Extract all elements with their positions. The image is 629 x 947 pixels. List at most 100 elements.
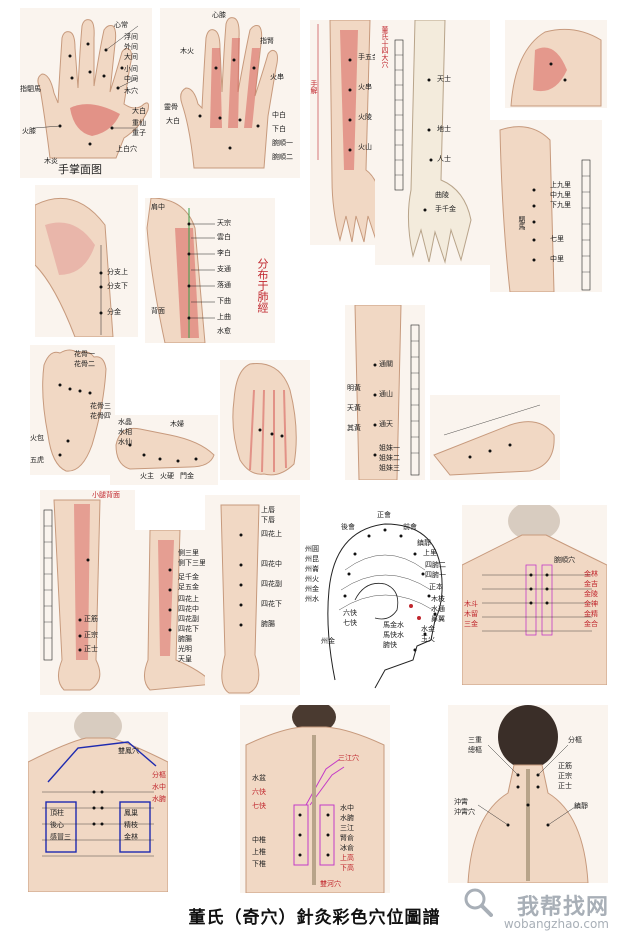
back-lower-label-4: 三江	[340, 825, 354, 832]
neck-back-label-6: 鎮靜	[574, 803, 588, 810]
palm-label-6: 外间	[124, 44, 138, 51]
palm-label-5: 大间	[124, 54, 138, 61]
upper-arm-main-label-0: 天宗	[217, 220, 231, 227]
arm-scale-label-0: 董氏十四大穴	[381, 26, 388, 68]
leg-front2-label-2: 四花副	[261, 581, 282, 588]
back-mid-label-6: 頂柱	[50, 810, 64, 817]
back-lower-label-2: 水中	[340, 805, 354, 812]
hand-back-label-2: 指腎	[260, 38, 274, 45]
back-upper-title: 腕順穴	[554, 557, 575, 564]
thigh-front-label-6: 姐妹一	[379, 445, 400, 452]
foot-top-label-0: 花骨一	[74, 351, 95, 358]
arm-scale-figure	[375, 20, 490, 265]
thigh-side-label-5: 駟馬	[518, 216, 525, 230]
head-lateral-label-19: 木枝	[431, 596, 445, 603]
foot-side-label-2: 水仙	[118, 439, 132, 446]
foot-top-label-1: 花骨二	[74, 361, 95, 368]
head-lateral-panel: 正會 前會 後會 州圓 州昆 州崙 州火 州金 州水 鎮靜 上里 四腑二 四腑一…	[305, 510, 455, 690]
thigh-side-label-3: 七里	[550, 236, 564, 243]
palm-label-11: 上白穴	[116, 146, 137, 153]
upper-arm-main-panel: 分布于肺經 天宗 雲白 李白 支通 落通 下曲 上曲 水愈 肩中 背面	[145, 198, 275, 343]
leg-front-panel: 小腿背面 正筋 正宗 正士	[40, 490, 135, 695]
neck-back-label-8: 沖霄穴	[454, 809, 475, 816]
back-upper-label-8: 三金	[464, 621, 478, 628]
back-lower-label-1: 七快	[252, 803, 266, 810]
hand-back-label-5: 大白	[166, 118, 180, 125]
back-lower-label-3: 水腑	[340, 815, 354, 822]
head-lateral-label-9: 鎮靜	[417, 540, 431, 547]
palm-label-0: 指駟馬	[20, 86, 41, 93]
upper-arm-left-label-0: 分支上	[107, 269, 128, 276]
foot-side-label-3: 火主	[140, 473, 154, 480]
leg-side-label-10: 天皇	[178, 656, 192, 663]
back-mid-panel: 雙鳳穴 分樞 水中 水腑 鳳巢 精枝 金林 頂柱 後心 感冒三	[28, 712, 168, 892]
head-lateral-label-0: 正會	[377, 512, 391, 519]
head-lateral-label-24: 州金	[321, 638, 335, 645]
upper-arm-left-figure	[35, 185, 138, 337]
head-lateral-label-13: 正本	[429, 584, 443, 591]
palm-label-3: 中间	[124, 76, 138, 83]
leg-side-label-3: 足五金	[178, 584, 199, 591]
arm-scale-label-4: 曲陵	[435, 192, 449, 199]
palm-label-10: 重仙	[132, 120, 146, 127]
hand-back-panel: 心膝 木火 指腎 火串 靈骨 大白 中白 下白 腕順一 腕順二	[160, 8, 300, 178]
neck-back-label-5: 分樞	[568, 737, 582, 744]
upper-arm-main-label-3: 支通	[217, 266, 231, 273]
upper-arm-left-label-1: 分支下	[107, 283, 128, 290]
thigh-side-panel: 下九里 中九里 上九里 七里 中里 駟馬	[490, 120, 602, 292]
watermark: 我帮找网 wobangzhao.com	[463, 885, 613, 935]
back-mid-label-4: 精枝	[124, 822, 138, 829]
foot-side-label-5: 門金	[180, 473, 194, 480]
thigh-front-panel: 通關 通山 通天 明黃 天黃 其黃 姐妹一 姐妹二 姐妹三	[345, 305, 425, 480]
leg-side-label-5: 四花中	[178, 606, 199, 613]
watermark-url: wobangzhao.com	[504, 917, 609, 931]
back-mid-figure	[28, 712, 168, 892]
head-lateral-label-23: 鼻翼	[431, 616, 445, 623]
head-lateral-label-3: 州圓	[305, 546, 319, 553]
back-mid-label-7: 後心	[50, 822, 64, 829]
back-mid-title: 雙鳳穴	[118, 748, 139, 755]
forearm-label-3: 火陵	[358, 114, 372, 121]
foot-side-label-0: 水晶	[118, 419, 132, 426]
back-mid-label-3: 鳳巢	[124, 810, 138, 817]
head-lateral-label-15: 馬快水	[383, 632, 404, 639]
head-lateral-label-14: 馬金水	[383, 622, 404, 629]
palm-label-9: 重子	[132, 130, 146, 137]
thigh-front-label-2: 通天	[379, 421, 393, 428]
upper-arm-left-label-2: 分金	[107, 309, 121, 316]
foot-top-panel: 花骨一 花骨二 花骨三 花骨四 火包 五虎	[30, 345, 115, 475]
back-mid-label-8: 感冒三	[50, 834, 71, 841]
forearm-label-2: 火串	[358, 84, 372, 91]
neck-back-label-7: 沖霄	[454, 799, 468, 806]
thigh-side-label-2: 上九里	[550, 182, 571, 189]
neck-back-panel: 正筋 正宗 正士 三重 總樞 分樞 鎮靜 沖霄 沖霄穴	[448, 705, 608, 883]
leg-front2-panel: 四花上 四花中 四花副 四花下 腑腸 上唇 下唇	[205, 495, 300, 695]
palm-label-2: 小间	[124, 66, 138, 73]
foot-top-label-3: 花骨四	[90, 413, 111, 420]
head-lateral-label-11: 四腑二	[425, 562, 446, 569]
neck-back-label-4: 總樞	[468, 747, 482, 754]
head-lateral-label-16: 腑快	[383, 642, 397, 649]
upper-arm-main-label-1: 雲白	[217, 234, 231, 241]
back-lower-title: 三江穴	[338, 755, 359, 762]
back-lower-label-5: 腎俞	[340, 835, 354, 842]
leg-side-label-9: 光明	[178, 646, 192, 653]
palm-label-8: 火膝	[22, 128, 36, 135]
arm-scale-label-5: 手千金	[435, 206, 456, 213]
back-lower-label-8: 下高	[340, 865, 354, 872]
thigh-side-label-1: 中九里	[550, 192, 571, 199]
hand-back-label-0: 心膝	[212, 12, 226, 19]
back-upper-label-0: 金林	[584, 571, 598, 578]
shoulder-top-figure	[505, 20, 607, 108]
palm-label-12: 大白	[132, 108, 146, 115]
thigh-side-label-0: 下九里	[550, 202, 571, 209]
thigh-front-label-4: 天黃	[347, 405, 361, 412]
hand-back-label-8: 腕順一	[272, 140, 293, 147]
leg-side-label-1: 側下三里	[178, 560, 206, 567]
leg-side-label-6: 四花副	[178, 616, 199, 623]
head-lateral-label-6: 州火	[305, 576, 319, 583]
knee-side-figure	[430, 395, 560, 480]
head-lateral-label-2: 後會	[341, 524, 355, 531]
upper-arm-main-label-2: 李白	[217, 250, 231, 257]
back-lower-panel: 三江穴 水盆 雙河穴 六快 七快 水中 水腑 三江 腎俞 冰俞 上高 下高 中椎…	[240, 705, 390, 893]
